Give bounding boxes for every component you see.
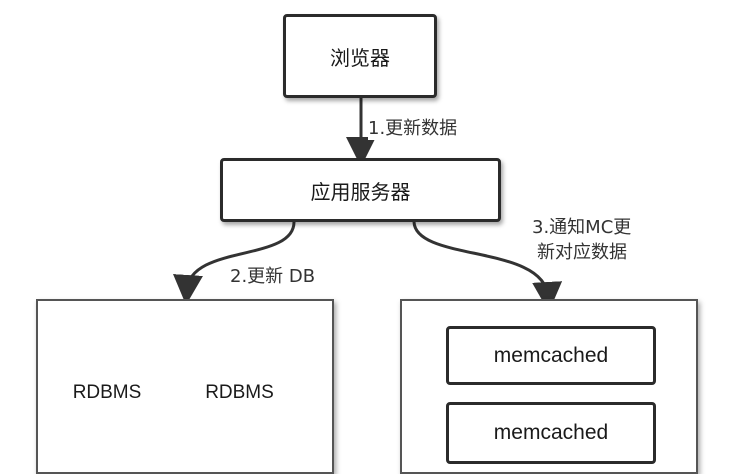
memcached-node-1: memcached [446,326,656,385]
edge-label-notify-mc-line1: 3.通知MC更 [532,217,632,239]
arrow-app-to-db [173,221,296,305]
app-server-label: 应用服务器 [310,179,411,204]
rdbms-label-1: RDBMS [72,382,142,403]
app-server-node: 应用服务器 [220,158,501,222]
memcached-node-2: memcached [446,402,656,464]
browser-node: 浏览器 [283,14,437,98]
memcached-label-1: memcached [493,343,609,367]
rdbms-label-2: RDBMS [205,382,274,403]
arrow-app-to-memcached [412,221,563,312]
database-group [36,299,334,474]
edge-label-notify-mc-line2: 新对应数据 [537,242,627,264]
edge-label-update-db: 2.更新 DB [230,266,316,288]
edge-label-update-data: 1.更新数据 [368,118,458,140]
browser-label: 浏览器 [330,45,390,70]
memcached-label-2: memcached [493,421,609,444]
architecture-diagram: 浏览器 应用服务器 1.更新数据 2.更新 DB 3.通知MC更 新对应数据 R… [36,14,698,474]
